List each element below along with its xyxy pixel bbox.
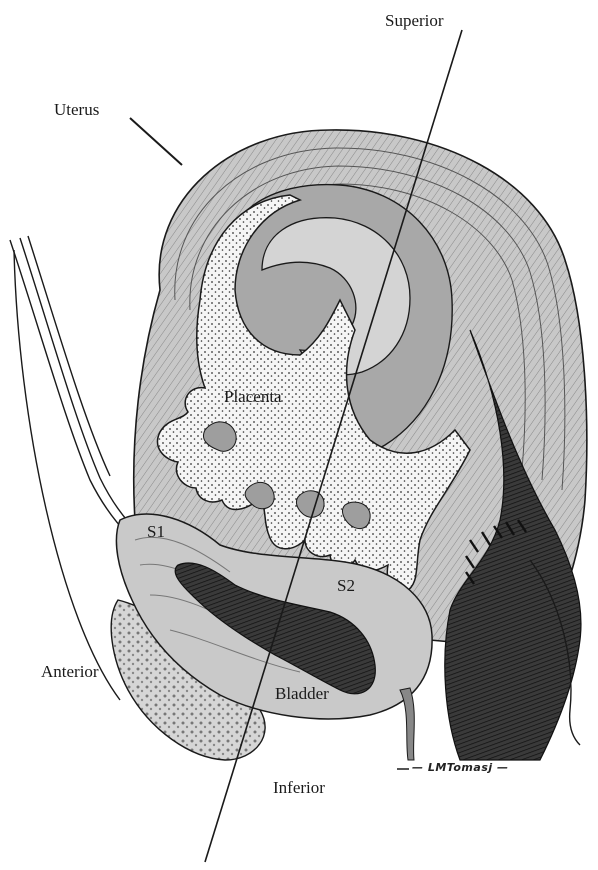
uterus-leader-line <box>130 118 182 165</box>
inferior-label: Inferior <box>273 779 325 796</box>
anterior-label: Anterior <box>41 663 99 680</box>
uterus-label: Uterus <box>54 101 99 118</box>
bladder-label: Bladder <box>275 685 329 702</box>
artist-signature: — LMTomasj — <box>412 761 508 774</box>
s1-label: S1 <box>147 523 165 540</box>
superior-label: Superior <box>385 12 444 29</box>
placenta-label: Placenta <box>224 388 282 405</box>
s2-label: S2 <box>337 577 355 594</box>
